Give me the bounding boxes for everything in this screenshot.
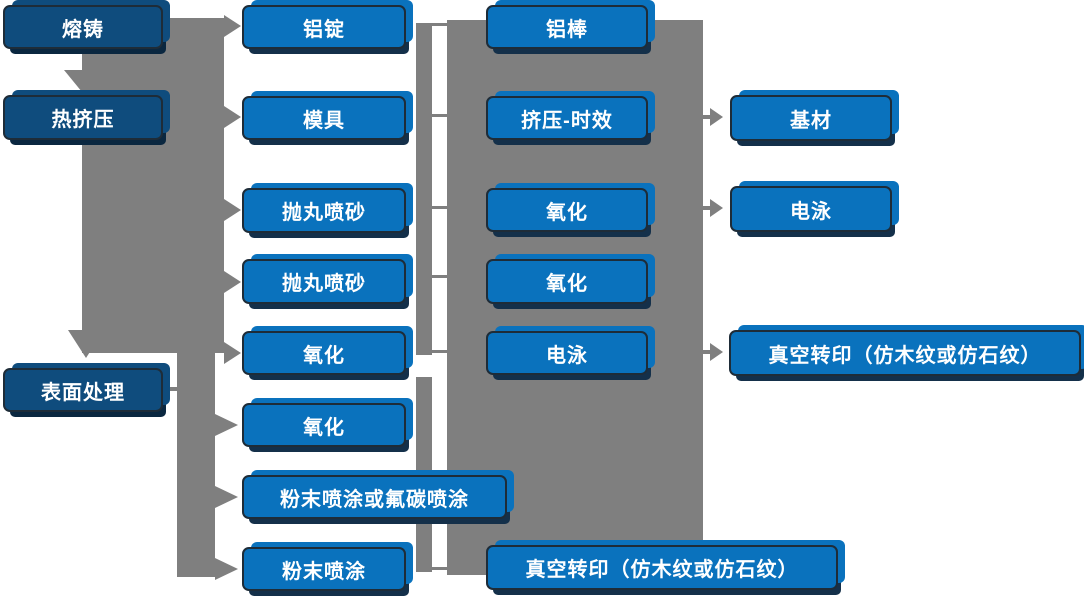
down-arrow-to-surface-treatment — [68, 330, 104, 358]
node-hot-extrusion: 热挤压 — [3, 95, 163, 140]
node-electrophoresis-2: 电泳 — [730, 186, 892, 232]
node-mold: 模具 — [242, 96, 406, 140]
node-oxidation-4: 氧化 — [486, 259, 648, 304]
node-powder-coating: 粉末喷涂 — [242, 547, 406, 591]
node-surface-treatment: 表面处理 — [3, 368, 163, 412]
node-vacuum-transfer-bottom: 真空转印（仿木纹或仿石纹） — [486, 545, 838, 590]
node-vacuum-transfer-top: 真空转印（仿木纹或仿石纹） — [729, 330, 1081, 376]
node-oxidation-3: 氧化 — [486, 188, 648, 232]
left-trunk-band — [82, 18, 224, 577]
node-shot-blasting-1: 抛丸喷砂 — [242, 188, 406, 233]
node-oxidation-1: 氧化 — [242, 331, 406, 375]
node-electrophoresis-1: 电泳 — [486, 331, 648, 375]
middle-collector-band-lower — [416, 377, 448, 572]
node-powder-or-fluorocarbon-coating: 粉末喷涂或氟碳喷涂 — [242, 475, 507, 519]
node-shot-blasting-2: 抛丸喷砂 — [242, 259, 406, 304]
down-arrow-to-hot-extrusion — [64, 70, 100, 92]
node-base-material: 基材 — [730, 95, 892, 141]
node-oxidation-2: 氧化 — [242, 403, 406, 447]
node-melting-casting: 熔铸 — [3, 5, 163, 49]
middle-collector-band-upper — [416, 23, 448, 355]
node-aluminum-rod: 铝棒 — [486, 5, 648, 49]
node-extrusion-aging: 挤压-时效 — [486, 96, 648, 140]
arrows-into-column4 — [703, 108, 723, 361]
arrows-into-column2 — [215, 15, 241, 580]
node-aluminum-ingot: 铝锭 — [242, 5, 406, 49]
